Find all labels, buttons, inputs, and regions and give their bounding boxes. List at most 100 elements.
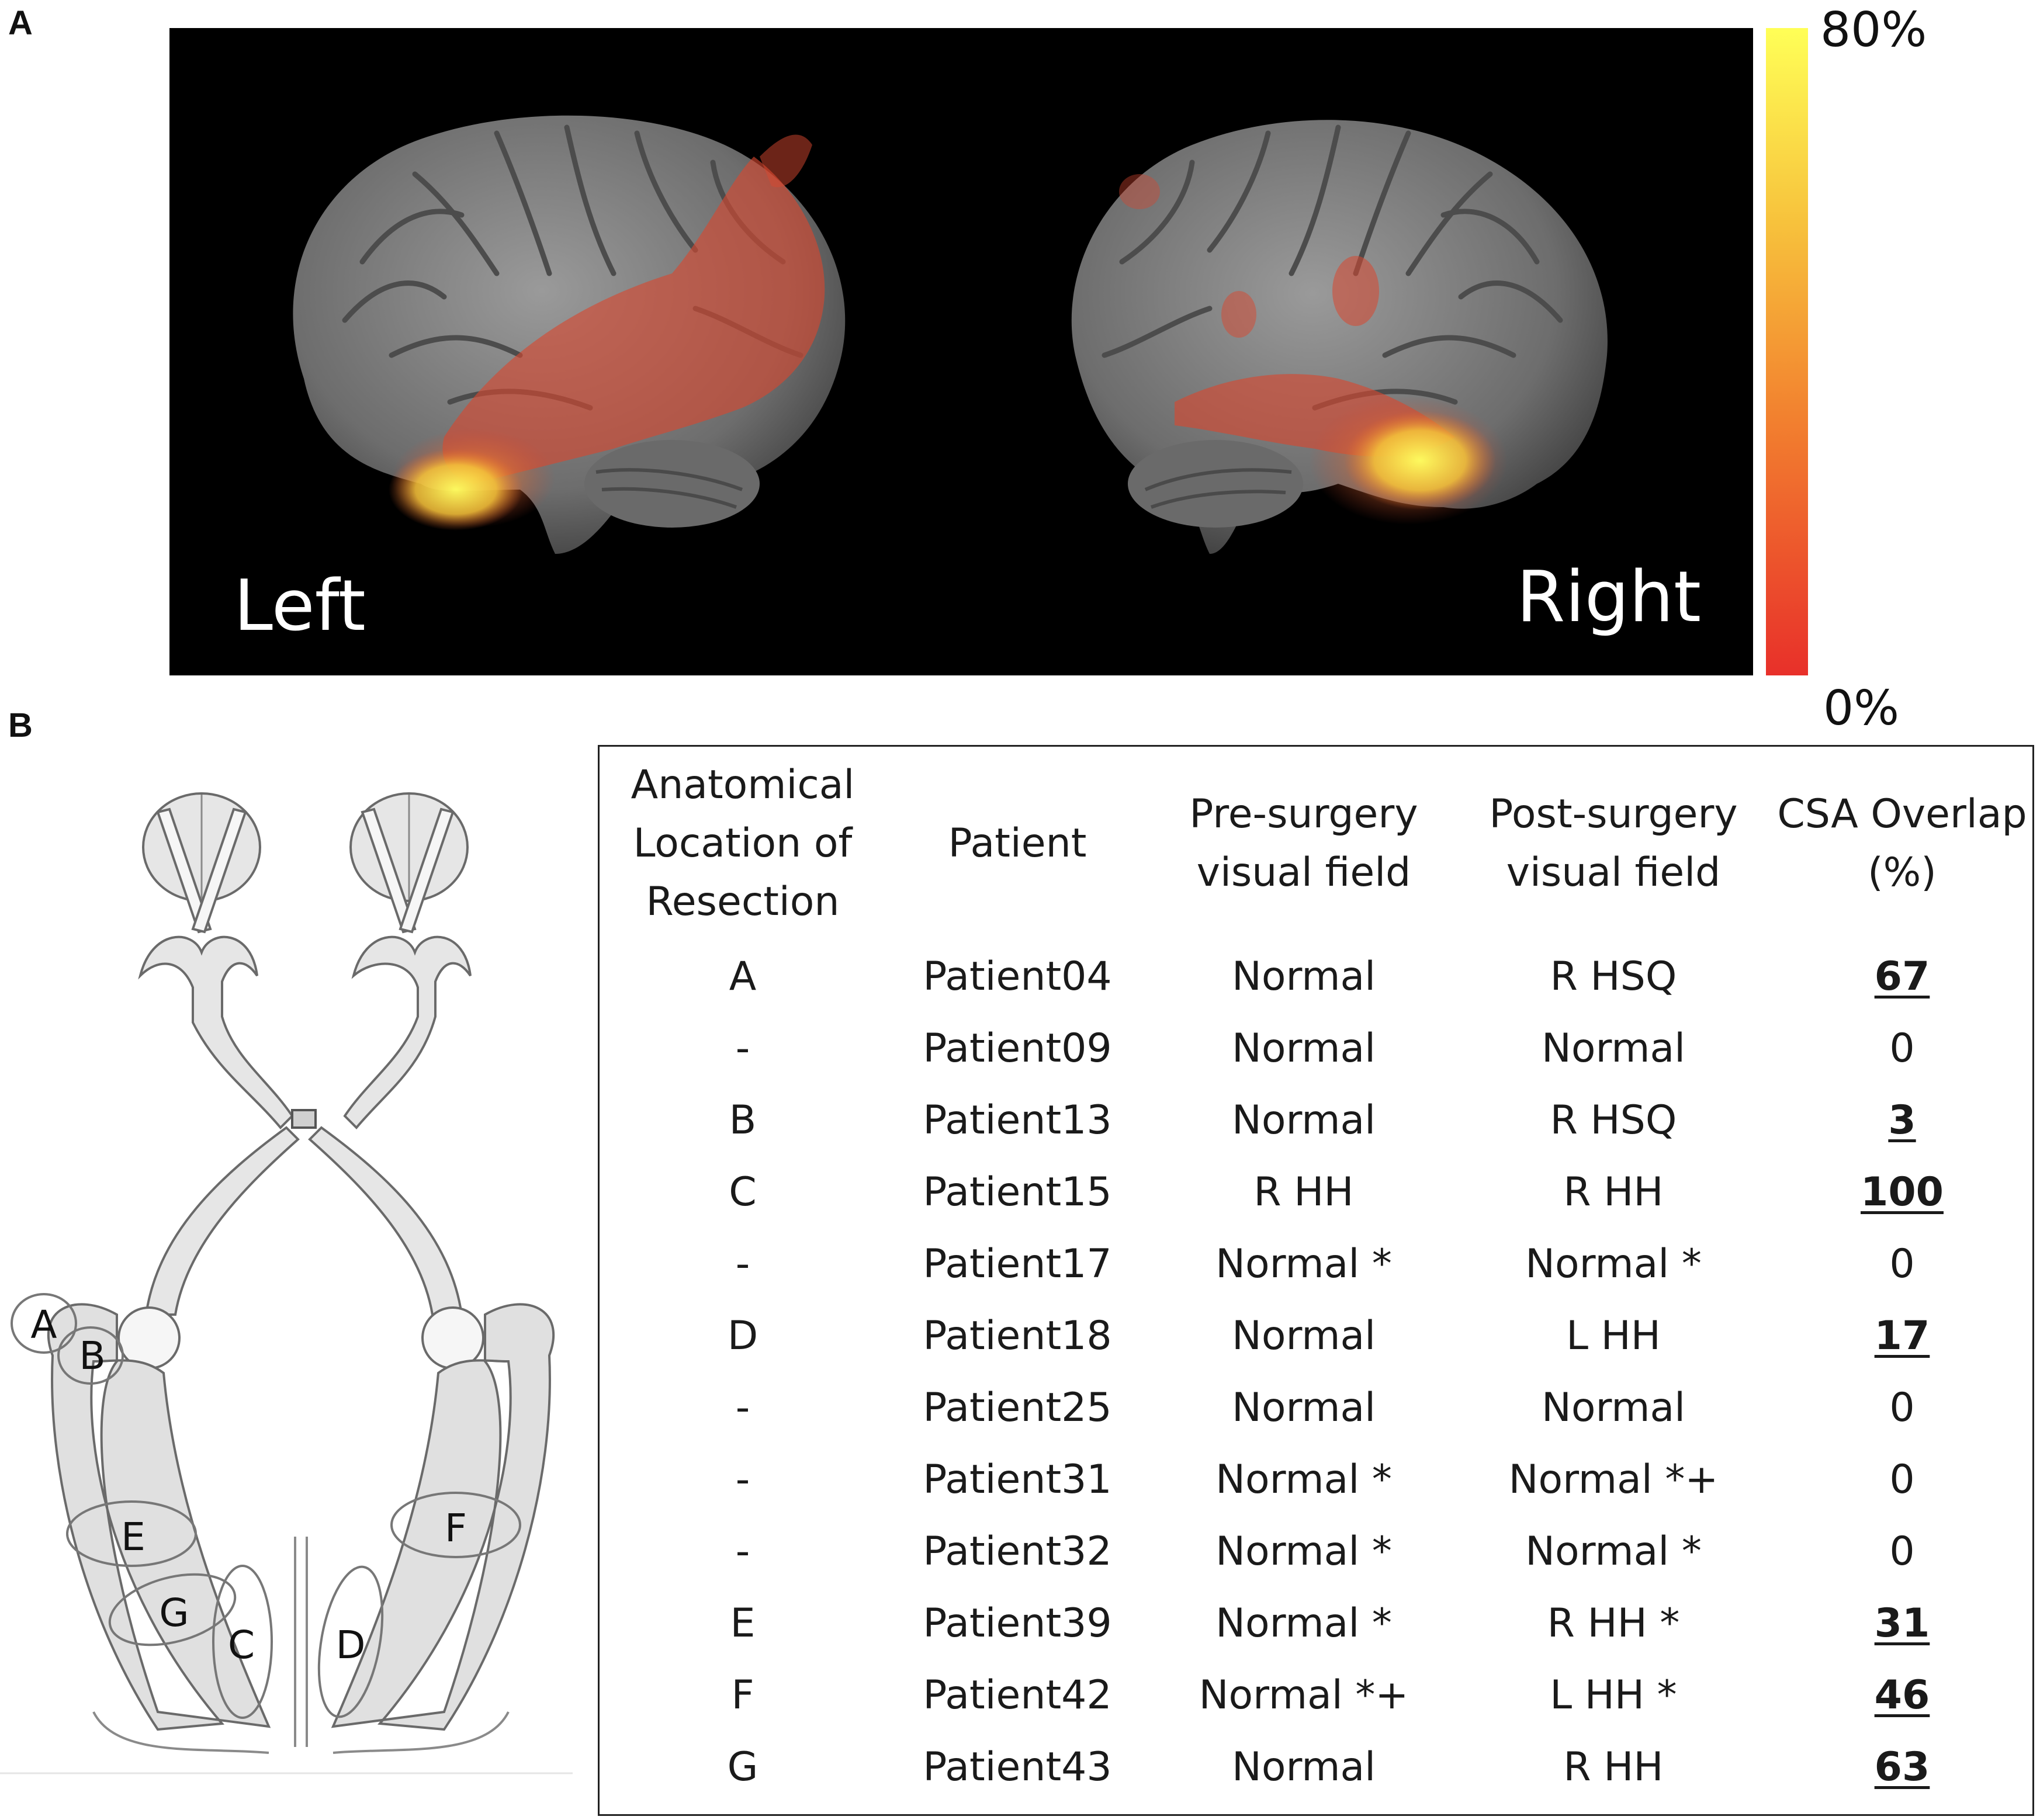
cell-pre: Normal [1231,1313,1376,1359]
header-patient: Patient [948,820,1087,866]
cell-location: G [727,1744,758,1790]
location-e-label: E [121,1514,146,1559]
right-hemisphere [1071,120,1608,554]
right-hemisphere-label: Right [1516,557,1701,638]
table-row: A Patient04 Normal R HSQ 67 [600,941,2036,1013]
cell-patient: Patient13 [923,1097,1112,1143]
cell-patient: Patient43 [923,1744,1112,1790]
table-row: - Patient25 Normal Normal 0 [600,1372,2036,1444]
location-d-ellipse [317,1565,384,1718]
cell-patient: Patient42 [923,1672,1112,1718]
cell-location: - [735,1457,750,1503]
cell-location: E [730,1600,756,1646]
cell-pre: Normal * [1215,1241,1392,1287]
cell-overlap: 0 [1889,1241,1915,1287]
cell-location: - [735,1528,750,1575]
location-b-ellipse [57,1326,124,1385]
panel-label-a: A [8,4,33,42]
brain-render [293,115,1608,554]
cell-post: Normal *+ [1508,1457,1719,1503]
panel-label-b: B [8,706,33,744]
cell-location: - [735,1025,750,1072]
cell-location: - [735,1385,750,1431]
cell-post: Normal [1541,1385,1686,1431]
visual-pathway-svg: A B C D E F G [0,792,573,1774]
cell-overlap: 100 [1861,1169,1944,1215]
cell-pre: Normal [1231,954,1376,1000]
table-row: - Patient32 Normal * Normal * 0 [600,1516,2036,1587]
cell-post: L HH * [1550,1672,1677,1718]
cell-location: D [727,1313,758,1359]
table-row: C Patient15 R HH R HH 100 [600,1156,2036,1228]
cell-location: C [729,1169,757,1215]
cell-location: - [735,1241,750,1287]
cell-overlap: 0 [1889,1457,1915,1503]
cell-post: Normal * [1525,1528,1702,1575]
cell-patient: Patient09 [923,1025,1112,1072]
location-a-ellipse [11,1293,77,1354]
cell-pre: Normal * [1215,1600,1392,1646]
cell-post: R HSQ [1550,954,1677,1000]
cell-overlap: 0 [1889,1025,1915,1072]
cell-pre: Normal [1231,1025,1376,1072]
resection-table-box: Anatomical Location of Resection Patient… [598,745,2034,1816]
cell-pre: Normal * [1215,1457,1392,1503]
cell-overlap: 31 [1874,1600,1930,1646]
location-f-ellipse [390,1492,521,1558]
cell-location: A [729,954,757,1000]
cell-post: R HH [1563,1744,1664,1790]
cell-post: Normal * [1525,1241,1702,1287]
cell-patient: Patient15 [923,1169,1112,1215]
cell-overlap: 67 [1874,954,1930,1000]
table-row: - Patient17 Normal * Normal * 0 [600,1228,2036,1300]
cell-post: R HH * [1547,1600,1680,1646]
cell-patient: Patient25 [923,1385,1112,1431]
location-g-label: G [159,1590,189,1635]
location-g-ellipse [108,1573,237,1646]
cell-patient: Patient31 [923,1457,1112,1503]
cell-post: R HSQ [1550,1097,1677,1143]
cell-post: L HH [1566,1313,1661,1359]
left-hemisphere-label: Left [234,566,366,647]
header-location: Anatomical Location of Resection [631,762,855,925]
cell-location: B [729,1097,757,1143]
brain-overlap-map: Left Right [169,28,1753,675]
cell-overlap: 63 [1874,1744,1930,1790]
cell-patient: Patient18 [923,1313,1112,1359]
table-row: D Patient18 Normal L HH 17 [600,1300,2036,1372]
location-d-label: D [336,1623,366,1668]
cell-pre: Normal [1231,1097,1376,1143]
cell-post: Normal [1541,1025,1686,1072]
visual-pathway-diagram: A B C D E F G [0,754,579,1782]
cell-pre: Normal *+ [1199,1672,1409,1718]
cell-patient: Patient17 [923,1241,1112,1287]
table-row: E Patient39 Normal * R HH * 31 [600,1587,2036,1659]
table-row: G Patient43 Normal R HH 63 [600,1731,2036,1803]
cell-pre: R HH [1253,1169,1354,1215]
cell-overlap: 3 [1888,1097,1916,1143]
cell-overlap: 0 [1889,1528,1915,1575]
header-csa-overlap: CSA Overlap (%) [1777,791,2027,896]
cell-post: R HH [1563,1169,1664,1215]
cell-overlap: 0 [1889,1385,1915,1431]
table-header-row: Anatomical Location of Resection Patient… [600,747,2036,941]
table-row: B Patient13 Normal R HSQ 3 [600,1084,2036,1156]
cell-overlap: 46 [1874,1672,1930,1718]
cell-pre: Normal * [1215,1528,1392,1575]
table-body: A Patient04 Normal R HSQ 67 - Patient09 … [600,941,2036,1803]
cell-pre: Normal [1231,1744,1376,1790]
cell-overlap: 17 [1874,1313,1930,1359]
location-b-label: B [79,1333,105,1378]
cell-patient: Patient32 [923,1528,1112,1575]
location-a-label: A [30,1302,57,1347]
location-c-ellipse [212,1565,273,1719]
colorbar-min-label: 0% [1823,681,1900,736]
colorbar-max-label: 80% [1820,2,1927,58]
left-hemisphere [293,115,846,554]
header-pre-surgery: Pre-surgery visual field [1189,791,1418,896]
header-post-surgery: Post-surgery visual field [1489,791,1738,896]
cell-location: F [731,1672,754,1718]
cell-patient: Patient39 [923,1600,1112,1646]
colorbar [1766,28,1808,675]
location-f-label: F [445,1506,467,1551]
